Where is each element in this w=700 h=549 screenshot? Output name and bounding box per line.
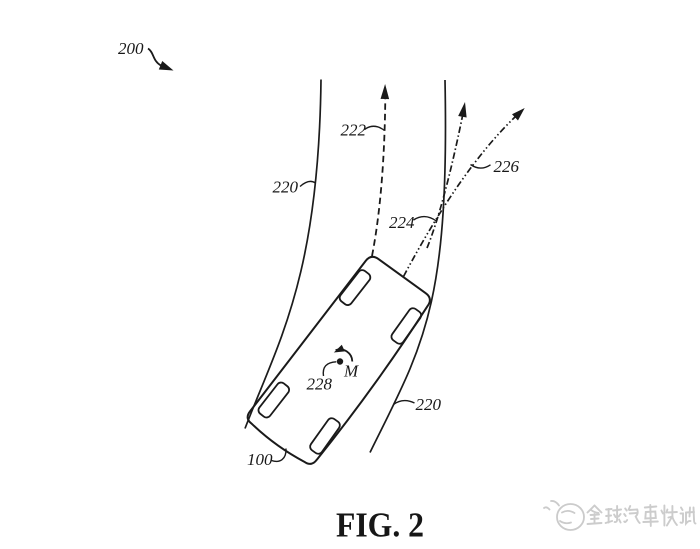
svg-text:228: 228	[307, 375, 333, 394]
svg-text:220: 220	[273, 178, 299, 197]
svg-text:M: M	[343, 362, 359, 381]
svg-text:220: 220	[416, 395, 442, 414]
svg-text:200: 200	[118, 39, 144, 58]
svg-text:226: 226	[494, 157, 520, 176]
svg-text:224: 224	[389, 213, 415, 232]
svg-text:222: 222	[341, 121, 367, 140]
svg-text:FIG. 2: FIG. 2	[336, 506, 424, 545]
svg-text:100: 100	[247, 450, 273, 469]
